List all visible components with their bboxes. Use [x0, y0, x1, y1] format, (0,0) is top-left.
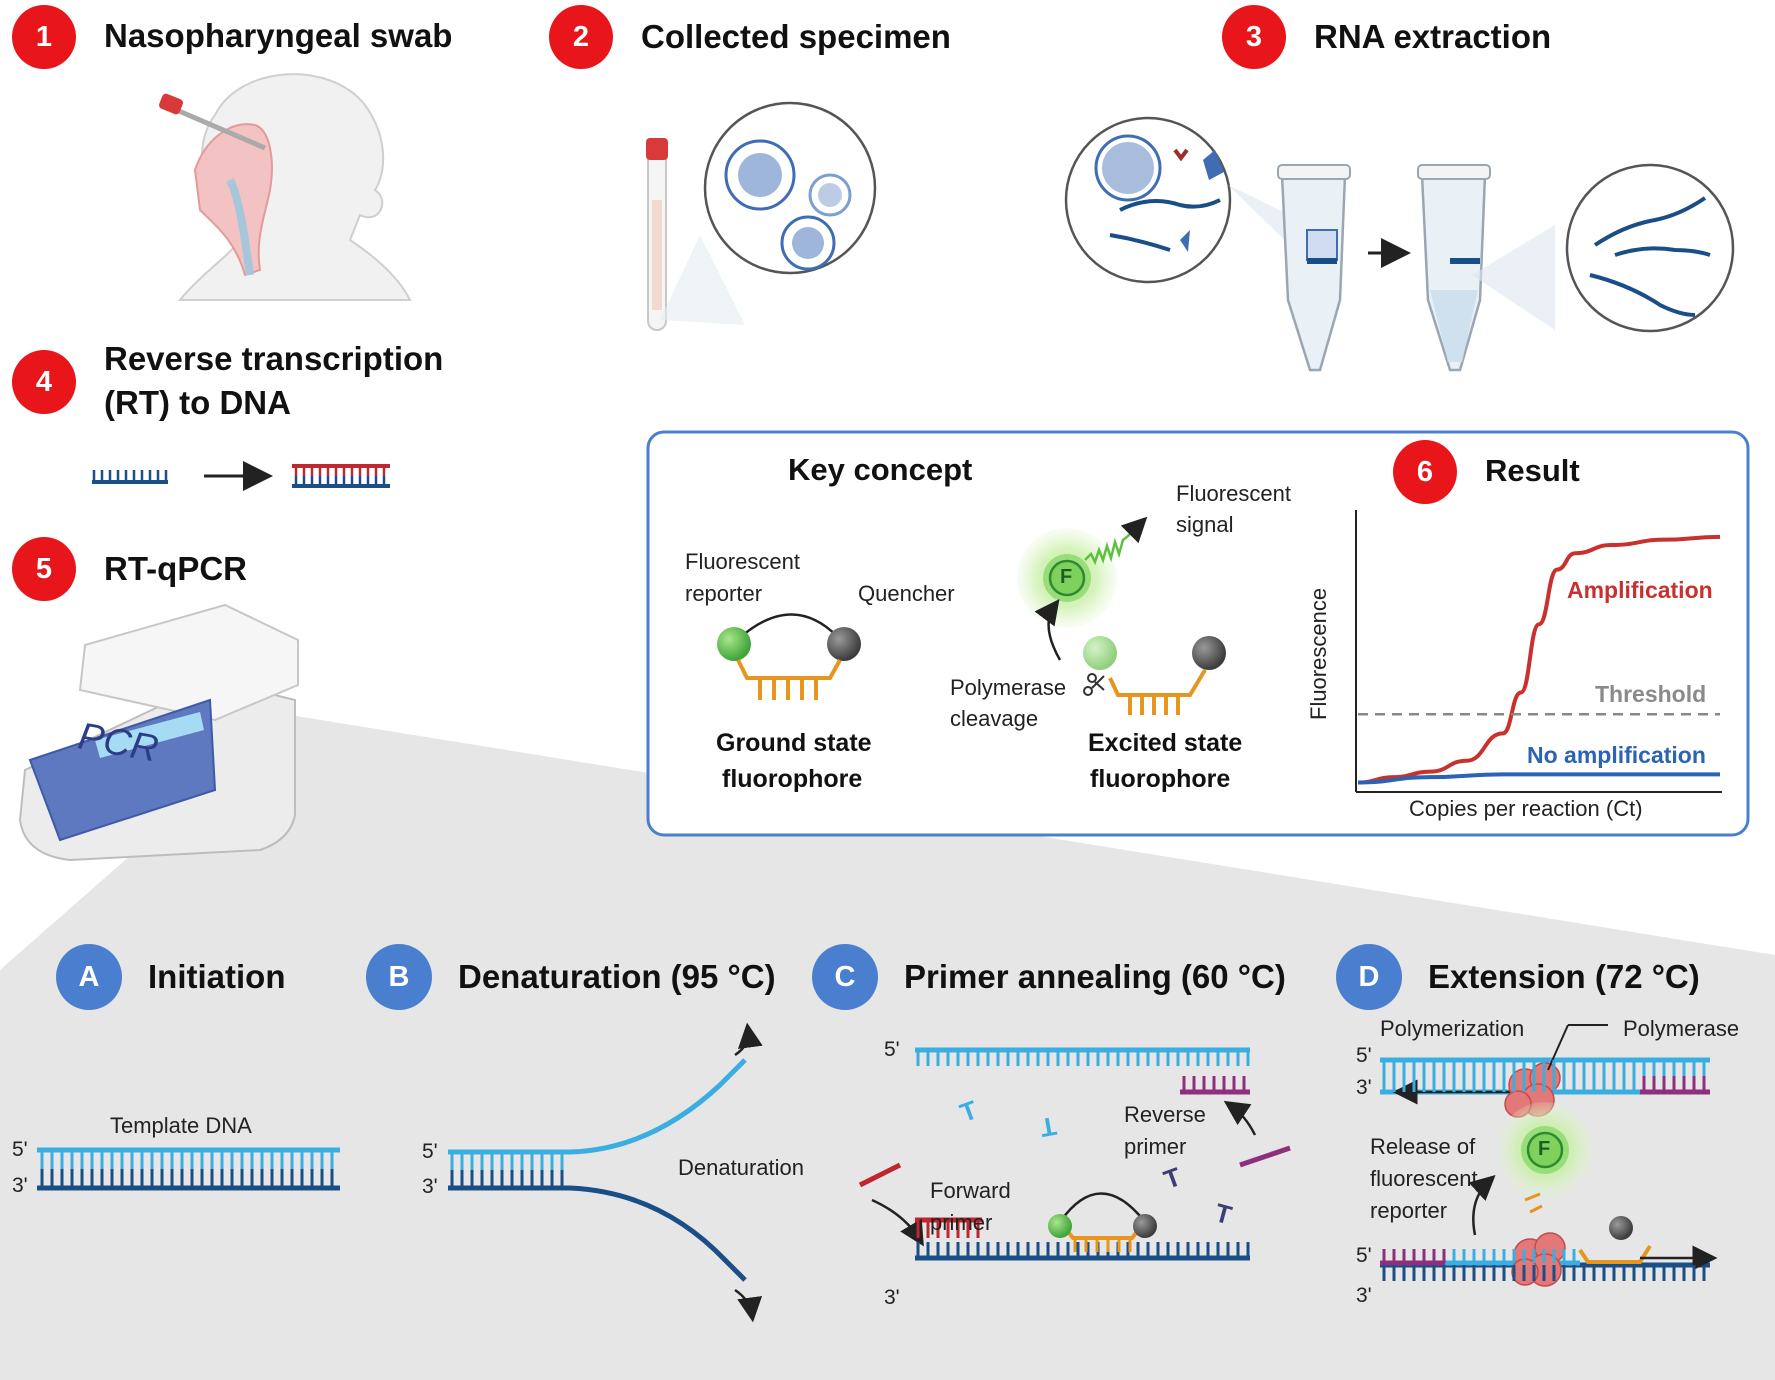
release-label-1: Release of	[1370, 1134, 1476, 1159]
panel-c-five-prime: 5'	[884, 1038, 900, 1061]
svg-text:T: T	[1038, 1111, 1059, 1143]
polymerase-cleavage-label-2: cleavage	[950, 706, 1039, 731]
panel-a-three-prime: 3'	[12, 1174, 28, 1197]
svg-text:T: T	[1212, 1197, 1235, 1230]
step-6-badge: 6	[1393, 440, 1457, 504]
panel-a-five-prime: 5'	[12, 1138, 28, 1161]
panel-b-dna	[448, 1022, 763, 1323]
template-dna-label: Template DNA	[110, 1113, 252, 1138]
excited-state-label-2: fluorophore	[1090, 765, 1231, 793]
step-3-title: RNA extraction	[1314, 18, 1552, 55]
result-chart	[1355, 510, 1722, 793]
head-swab-illustration	[159, 73, 412, 301]
step-1-badge: 1	[12, 5, 76, 69]
panel-b-five-prime: 5'	[422, 1140, 438, 1163]
step-2-badge: 2	[549, 5, 613, 69]
release-label-3: reporter	[1370, 1198, 1448, 1223]
ground-state-label-2: fluorophore	[722, 765, 863, 793]
threshold-label: Threshold	[1595, 681, 1707, 707]
panel-d-five-prime-bottom: 5'	[1356, 1244, 1372, 1267]
step-4-title-line1: Reverse transcription	[104, 340, 444, 377]
reverse-primer-label-1: Reverse	[1124, 1102, 1206, 1127]
step-4-title-line2: (RT) to DNA	[104, 384, 291, 421]
polymerase-label: Polymerase	[1623, 1016, 1740, 1041]
ground-state-label-1: Ground state	[716, 729, 872, 757]
phase-a-badge: A	[56, 944, 122, 1010]
polymerase-cleavage-label-1: Polymerase	[950, 675, 1067, 700]
panel-c-three-prime: 3'	[884, 1286, 900, 1309]
rt-illustration	[92, 461, 390, 491]
step-5-badge: 5	[12, 537, 76, 601]
panel-c-dna: T T T T	[858, 1047, 1291, 1261]
forward-primer-label-2: primer	[930, 1210, 993, 1235]
phase-d-badge: D	[1336, 944, 1402, 1010]
ground-state-probe	[717, 613, 861, 700]
excited-state-label-1: Excited state	[1088, 729, 1243, 757]
fluorescent-reporter-label-2: reporter	[685, 581, 763, 606]
series-line-no-amplification	[1357, 772, 1720, 785]
phase-b-title: Denaturation (95 °C)	[458, 958, 776, 995]
key-concept-title: Key concept	[788, 452, 973, 487]
key-concept-box	[646, 430, 1750, 837]
specimen-illustration	[646, 101, 877, 331]
phase-b-badge: B	[366, 944, 432, 1010]
reverse-primer-label-2: primer	[1124, 1134, 1187, 1159]
panel-d-dna	[1380, 1024, 1718, 1287]
phase-c-title: Primer annealing (60 °C)	[904, 958, 1286, 995]
release-label-2: fluorescent	[1370, 1166, 1478, 1191]
panel-d-five-prime-top: 5'	[1356, 1044, 1372, 1067]
denaturation-label: Denaturation	[678, 1155, 804, 1180]
panel-d-three-prime-bottom: 3'	[1356, 1284, 1372, 1307]
quencher-label: Quencher	[858, 581, 955, 606]
rna-extraction-illustration	[1064, 116, 1735, 372]
step-1-title: Nasopharyngeal swab	[104, 17, 453, 54]
pcr-machine-illustration	[18, 603, 299, 862]
fluorescent-signal-label-1: Fluorescent	[1176, 481, 1291, 506]
panel-a-dna	[37, 1147, 340, 1191]
phase-a-title: Initiation	[148, 958, 286, 995]
chart-ylabel: Fluorescence	[1306, 587, 1331, 720]
fluorescent-reporter-label-1: Fluorescent	[685, 549, 800, 574]
phase-c-badge: C	[812, 944, 878, 1010]
step-2-title: Collected specimen	[641, 18, 951, 55]
amplification-label: Amplification	[1567, 577, 1713, 603]
phase-d-title: Extension (72 °C)	[1428, 958, 1700, 995]
fluor-letter-key: F	[1060, 566, 1073, 588]
step-6-title: Result	[1485, 453, 1580, 488]
fluorescent-signal-label-2: signal	[1176, 512, 1234, 537]
panel-d-three-prime-top: 3'	[1356, 1076, 1372, 1099]
chart-xlabel: Copies per reaction (Ct)	[1409, 796, 1643, 821]
series-line-amplification	[1357, 534, 1721, 785]
panel-b-three-prime: 3'	[422, 1175, 438, 1198]
excited-state-probe	[1017, 516, 1226, 715]
polymerization-label: Polymerization	[1380, 1016, 1525, 1041]
fluor-letter-extension: F	[1538, 1138, 1551, 1160]
forward-primer-label-1: Forward	[930, 1178, 1011, 1203]
step-3-badge: 3	[1222, 5, 1286, 69]
step-5-title: RT-qPCR	[104, 550, 247, 587]
no-amplification-label: No amplification	[1527, 742, 1706, 768]
step-4-badge: 4	[12, 350, 76, 414]
grey-background	[0, 715, 1775, 1380]
